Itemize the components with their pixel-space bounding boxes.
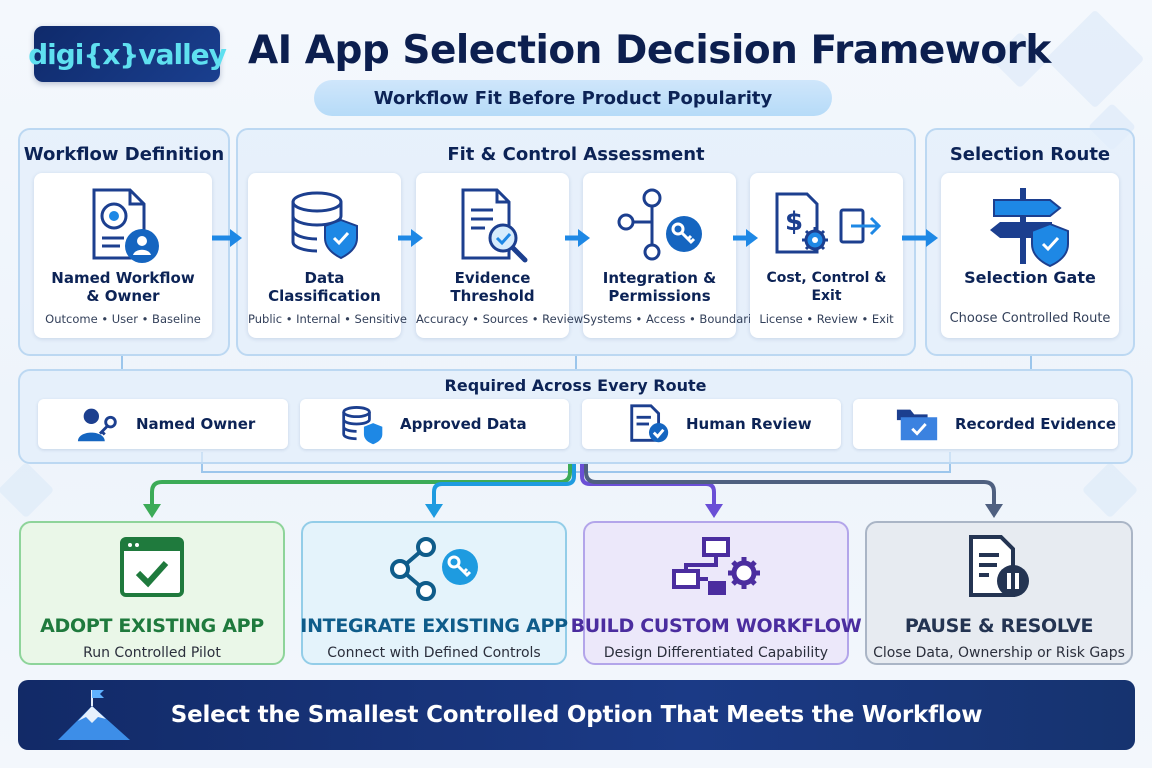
folder-check-icon (895, 403, 941, 445)
card-label: Named Workflow & Owner (51, 269, 195, 305)
signpost-shield-icon (982, 183, 1078, 269)
database-shield-icon (340, 403, 386, 445)
route-build-custom-workflow: BUILD CUSTOM WORKFLOW Design Differentia… (571, 521, 862, 665)
card-subtext: Choose Controlled Route (949, 311, 1111, 326)
cost-control-exit-card: $ Cost, Control & Exit License • Review … (750, 173, 903, 338)
bottom-banner: Select the Smallest Controlled Option Th… (18, 680, 1135, 750)
card-subtext: Outcome • User • Baseline (45, 312, 201, 326)
integration-permissions-card: Integration & Permissions Systems • Acce… (583, 173, 765, 338)
mountain-flag-icon (54, 688, 134, 748)
database-shield-icon (285, 183, 365, 269)
flow-arrow (398, 229, 423, 247)
card-label: Selection Gate (964, 268, 1096, 287)
required-item-approved-data: Approved Data (300, 399, 569, 449)
user-key-icon (76, 404, 122, 444)
route-integrate-existing-app: INTEGRATE EXISTING APP Connect with Defi… (300, 521, 568, 665)
route-title: BUILD CUSTOM WORKFLOW (570, 615, 862, 637)
share-key-icon (384, 535, 484, 601)
logo-text: digi{x}valley (28, 37, 227, 71)
route-adopt-existing-app: ADOPT EXISTING APP Run Controlled Pilot (19, 521, 285, 665)
svg-text:$: $ (785, 207, 803, 237)
route-title: PAUSE & RESOLVE (904, 615, 1094, 637)
route-title: INTEGRATE EXISTING APP (300, 615, 568, 637)
panel-heading: Workflow Definition (23, 144, 225, 165)
document-target-user-icon (80, 183, 166, 269)
named-workflow-card: Named Workflow & Owner Outcome • User • … (34, 173, 212, 338)
route-subtext: Close Data, Ownership or Risk Gaps (873, 645, 1125, 661)
route-subtext: Design Differentiated Capability (603, 645, 829, 661)
card-label: Evidence Threshold (450, 269, 535, 305)
cost-gear-exit-icon: $ (771, 183, 883, 269)
required-item-named-owner: Named Owner (38, 399, 288, 449)
flow-arrow (733, 229, 758, 247)
brand-logo: digi{x}valley (28, 26, 227, 82)
required-item-recorded-evidence: Recorded Evidence (853, 399, 1118, 449)
panel-heading: Selection Route (949, 144, 1111, 165)
flow-arrow (902, 229, 938, 247)
subtitle-pill: Workflow Fit Before Product Popularity (314, 80, 832, 116)
flow-arrow (565, 229, 590, 247)
required-item-label: Human Review (686, 415, 812, 433)
panel-heading: Fit & Control Assessment (447, 144, 705, 165)
flow-arrow (212, 229, 242, 247)
route-title: ADOPT EXISTING APP (40, 615, 264, 637)
evidence-threshold-card: Evidence Threshold Accuracy • Sources • … (416, 173, 584, 338)
card-subtext: Public • Internal • Sensitive (248, 312, 407, 326)
card-subtext: Systems • Access • Boundaries (583, 312, 765, 326)
page-title: AI App Selection Decision Framework (248, 28, 1051, 73)
panel-heading: Required Across Every Route (444, 376, 707, 395)
route-subtext: Run Controlled Pilot (83, 645, 221, 661)
card-subtext: Accuracy • Sources • Review (416, 312, 584, 326)
network-key-icon (612, 183, 708, 269)
browser-check-icon (116, 535, 188, 601)
card-label: Integration & Permissions (602, 269, 717, 305)
document-pause-icon (959, 535, 1039, 601)
required-item-label: Named Owner (136, 415, 256, 433)
document-check-icon (626, 403, 672, 445)
document-magnifier-icon (453, 183, 533, 269)
route-subtext: Connect with Defined Controls (327, 645, 541, 661)
data-classification-card: Data Classification Public • Internal • … (248, 173, 407, 338)
card-label: Data Classification (268, 269, 381, 305)
required-item-label: Recorded Evidence (955, 415, 1117, 433)
required-item-label: Approved Data (400, 415, 527, 433)
flow-gear-icon (668, 535, 764, 601)
banner-text: Select the Smallest Controlled Option Th… (170, 702, 983, 728)
required-item-human-review: Human Review (582, 399, 841, 449)
route-pause-resolve: PAUSE & RESOLVE Close Data, Ownership or… (865, 521, 1133, 665)
card-label: Cost, Control & Exit (766, 270, 887, 304)
card-subtext: License • Review • Exit (759, 312, 894, 326)
selection-gate-card: Selection Gate Choose Controlled Route (941, 173, 1119, 338)
